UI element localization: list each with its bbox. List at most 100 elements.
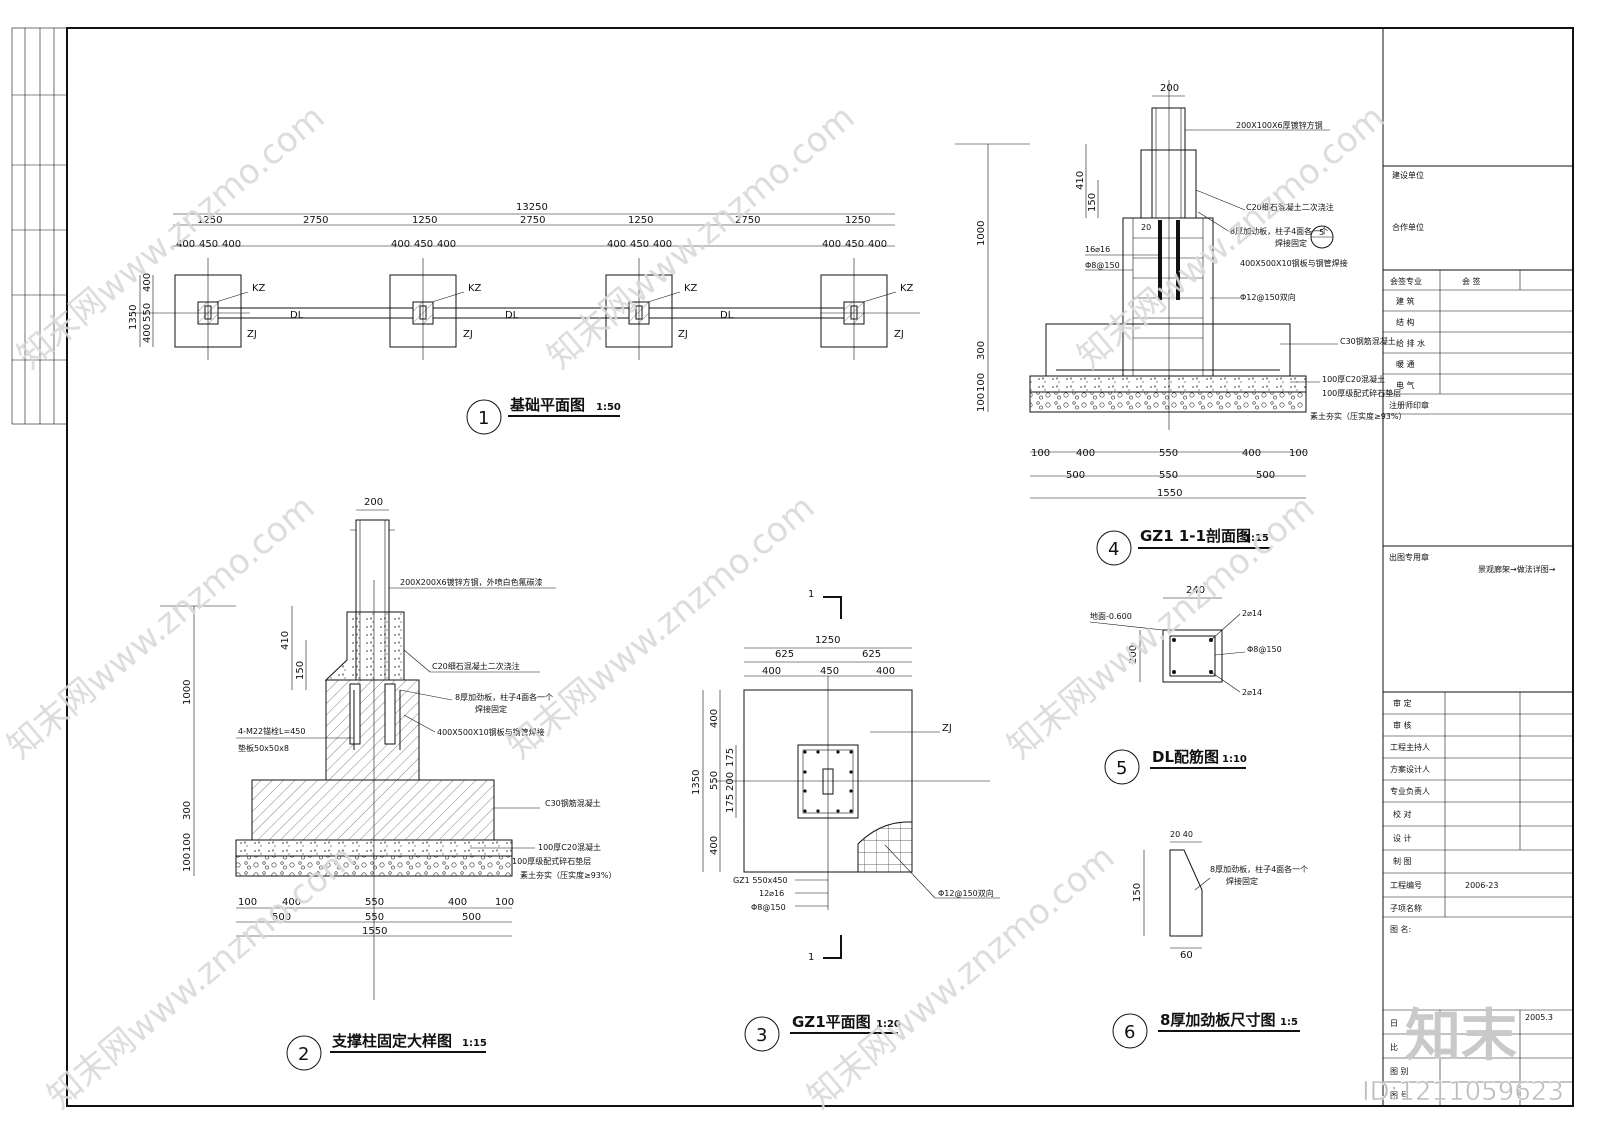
date-label: 日 — [1390, 1019, 1398, 1028]
d2-vdim: 150 — [295, 661, 306, 680]
d1-ground-beam — [218, 307, 920, 319]
d4-vdim: 150 — [1087, 193, 1098, 212]
d4-hdim: 100 — [1289, 448, 1308, 459]
dl-label: DL — [720, 310, 734, 321]
d1-footing: 400 450 400 — [605, 239, 673, 360]
d1-span: 1250 — [628, 215, 653, 226]
d3-vdim: 400 — [709, 836, 720, 855]
d2-hdim: 400 — [282, 897, 301, 908]
column-fix-detail: 200 200X200X6镀锌方钢，外喷白色氟碳漆 C20细石混凝土二次浇注 8… — [160, 497, 616, 1071]
watermark: 知末网www.znzmo.com 知末网www.znzmo.com 知末网www… — [0, 97, 1392, 1116]
number-label: 图 号 — [1390, 1091, 1409, 1100]
d5-scale: 1:10 — [1222, 754, 1247, 765]
d6-scale: 1:5 — [1280, 1017, 1298, 1028]
discipline-architecture: 建 筑 — [1396, 296, 1415, 306]
d4-scale: 1:15 — [1244, 533, 1269, 544]
d5-width: 240 — [1186, 585, 1205, 596]
d4-hdim2: 500 — [1256, 470, 1275, 481]
d4-gravel-note: 100厚级配式碎石垫层 — [1322, 388, 1401, 398]
kz-label: KZ — [468, 283, 482, 294]
d1-span: 1250 — [845, 215, 870, 226]
watermark-brand: 知末 — [1405, 1004, 1517, 1069]
d4-vdim: 1000 — [976, 221, 987, 246]
sig-discipline: 专业负责人 — [1390, 786, 1430, 796]
registered-seal-label: 注册师印章 — [1389, 400, 1429, 410]
subproject-label: 子项名称 — [1390, 903, 1422, 913]
d4-vdim: 300 — [976, 341, 987, 360]
d2-c30-note: C30钢筋混凝土 — [545, 798, 601, 808]
d4-hdim: 550 — [1159, 448, 1178, 459]
zj-label: ZJ — [247, 329, 257, 340]
watermark-text: 知末网www.znzmo.com — [800, 837, 1122, 1116]
d2-gravel-note: 100厚级配式碎石垫层 — [512, 856, 591, 866]
d2-rib-note: 8厚加劲板，柱子4面各一个 — [455, 692, 553, 702]
d4-ref: 5 — [1319, 228, 1324, 237]
d1-span: 1250 — [197, 215, 222, 226]
d2-hdim: 100 — [238, 897, 257, 908]
zj-label: ZJ — [678, 329, 688, 340]
d4-rib-note: 8厚加劲板，柱子4面各一个 — [1230, 226, 1328, 236]
d4-vdim: 100 — [976, 393, 987, 412]
d4-stirrup-note: Φ8@150 — [1085, 261, 1120, 270]
d1-sub: 400 — [607, 239, 626, 250]
d2-vdim: 300 — [182, 801, 193, 820]
kz-label: KZ — [252, 283, 266, 294]
d1-vdim: 400 — [142, 324, 153, 343]
d3-title: GZ1平面图 — [792, 1013, 871, 1031]
d2-hdim: 550 — [365, 897, 384, 908]
d4-hdim: 400 — [1242, 448, 1261, 459]
d1-sub: 450 — [630, 239, 649, 250]
watermark-text: 知末网www.znzmo.com — [40, 837, 362, 1116]
d1-number: 1 — [478, 408, 489, 429]
discipline-electrical: 电 气 — [1396, 380, 1415, 390]
d4-hdim: 100 — [1031, 448, 1050, 459]
d3-top2: 450 — [820, 666, 839, 677]
d2-vdim: 100 — [182, 833, 193, 852]
d1-vdim: 550 — [142, 303, 153, 322]
d4-long-bars: 16⌀16 — [1085, 245, 1110, 254]
sig-approve: 审 定 — [1393, 698, 1412, 708]
project-no: 2006-23 — [1465, 881, 1498, 890]
watermark-text: 知末网www.znzmo.com — [0, 487, 322, 766]
d1-footing: 400 450 400 — [820, 239, 888, 360]
d1-footing: 400 450 400 — [130, 239, 250, 360]
scale-label: 比 — [1390, 1042, 1398, 1052]
d2-scale: 1:15 — [462, 1038, 487, 1049]
discipline-hvac: 暖 通 — [1396, 359, 1415, 369]
d4-c30-note: C30钢筋混凝土 — [1340, 336, 1396, 346]
d1-span: 2750 — [735, 215, 760, 226]
d1-sub: 400 — [437, 239, 456, 250]
d3-top2: 400 — [762, 666, 781, 677]
d1-sub: 400 — [868, 239, 887, 250]
d2-title: 支撑柱固定大样图 — [331, 1032, 452, 1050]
project-name: 景观廊架→做法详图→ — [1478, 564, 1556, 574]
sheet-border — [66, 27, 1574, 1107]
d1-labels: KZ KZ KZ KZ ZJ ZJ ZJ ZJ DL DL DL — [215, 283, 914, 340]
watermark-text: 知末网www.znzmo.com — [1070, 97, 1392, 376]
d1-sub: 450 — [845, 239, 864, 250]
d1-scale: 1:50 — [596, 402, 621, 413]
d3-vdim2: 175 — [725, 794, 736, 813]
d1-span-labels: 1250 2750 1250 2750 1250 2750 1250 — [197, 215, 870, 226]
d1-span: 1250 — [412, 215, 437, 226]
d2-plate-note: 400X500X10钢板与钢管焊接 — [437, 727, 545, 737]
d2-vdim: 100 — [182, 853, 193, 872]
d4-title: GZ1 1-1剖面图 — [1140, 527, 1251, 545]
d3-top1: 625 — [862, 649, 881, 660]
sig-draft: 制 图 — [1393, 856, 1412, 866]
d2-vdim: 1000 — [182, 680, 193, 705]
d4-c20-note: C20细石混凝土二次浇注 — [1246, 202, 1334, 212]
d4-plate-note: 400X500X10钢板与钢管焊接 — [1240, 258, 1348, 268]
sig-design: 设 计 — [1393, 833, 1412, 843]
d2-soil-note: 素土夯实（压实度≥93%） — [520, 870, 616, 880]
d3-mesh-note: Φ12@150双向 — [938, 888, 994, 898]
d5-top-bars: 2⌀14 — [1242, 609, 1262, 618]
d4-steel-note: 200X100X6厚镀锌方钢 — [1236, 120, 1323, 130]
d2-steel-note: 200X200X6镀锌方钢，外喷白色氟碳漆 — [400, 577, 543, 587]
d4-dim20: 20 — [1141, 223, 1151, 232]
d2-vdim: 410 — [280, 631, 291, 650]
d3-zj-label: ZJ — [942, 723, 952, 734]
d6-note2: 焊接固定 — [1226, 876, 1258, 886]
d2-c20-note: C20细石混凝土二次浇注 — [432, 661, 520, 671]
